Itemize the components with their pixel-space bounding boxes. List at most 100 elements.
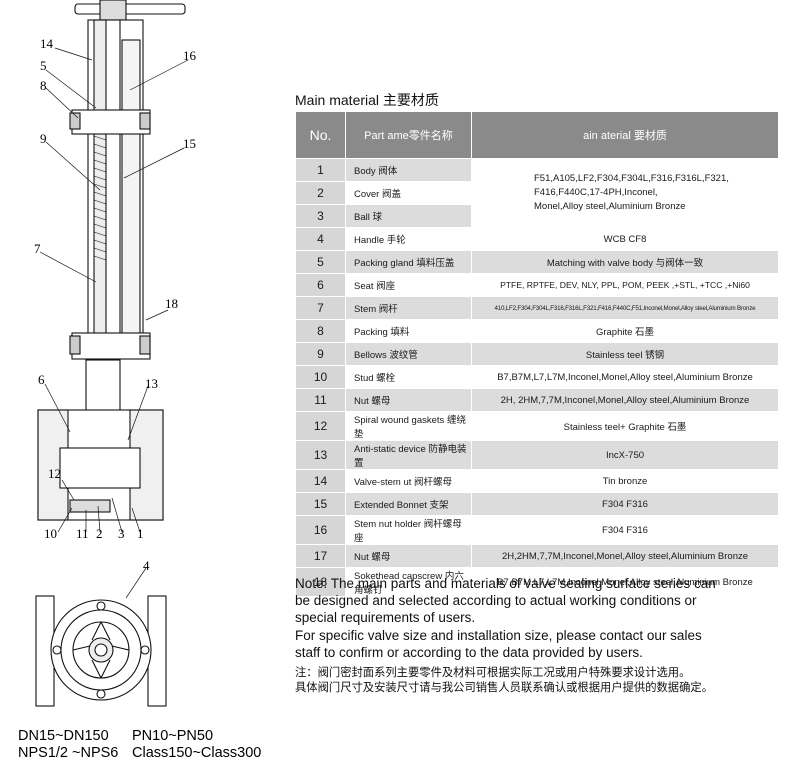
note-en-line-2: be designed and selected according to ac… bbox=[295, 593, 697, 608]
callout-14: 14 bbox=[40, 36, 53, 51]
callout-11: 11 bbox=[76, 526, 89, 541]
row-number: 3 bbox=[295, 204, 346, 228]
row-material: WCB CF8 bbox=[471, 227, 779, 251]
callout-2: 2 bbox=[96, 526, 103, 541]
row-number: 14 bbox=[295, 469, 346, 493]
note-en-line-3: special requirements of users. bbox=[295, 610, 476, 625]
row-material: PTFE, RPTFE, DEV, NLY, PPL, POM, PEEK ,+… bbox=[471, 273, 779, 297]
header-main-material: ain aterial 要材质 bbox=[471, 111, 779, 159]
row-material: Stainless teel 锈钢 bbox=[471, 342, 779, 366]
row-number: 8 bbox=[295, 319, 346, 343]
callout-12: 12 bbox=[48, 466, 61, 481]
header-no: No. bbox=[295, 111, 346, 159]
callout-5: 5 bbox=[40, 58, 47, 73]
callout-8: 8 bbox=[40, 78, 47, 93]
row-material: 2H, 2HM,7,7M,Inconel,Monel,Alloy steel,A… bbox=[471, 388, 779, 412]
pressure-range: PN10~PN50 bbox=[132, 728, 214, 744]
row-part-name: Nut 螺母 bbox=[345, 388, 472, 412]
note-en-line-5: staff to confirm or according to the dat… bbox=[295, 645, 643, 660]
row-material: Matching with valve body 与阀体一致 bbox=[471, 250, 779, 274]
note-en-line-1: Note: The main parts and materials of va… bbox=[295, 576, 716, 591]
row-number: 13 bbox=[295, 440, 346, 470]
row-material: F304 F316 bbox=[471, 515, 779, 545]
row-part-name: Cover 阀盖 bbox=[345, 181, 472, 205]
row-number: 10 bbox=[295, 365, 346, 389]
row-part-name: Anti-static device 防静电装置 bbox=[345, 440, 472, 470]
callout-18: 18 bbox=[165, 296, 178, 311]
material-line: F51,A105,LF2,F304,F304L,F316,F316L,F321, bbox=[534, 173, 729, 184]
row-number: 5 bbox=[295, 250, 346, 274]
row-number: 2 bbox=[295, 181, 346, 205]
callout-3: 3 bbox=[118, 526, 125, 541]
row-number: 1 bbox=[295, 158, 346, 182]
row-material: IncX-750 bbox=[471, 440, 779, 470]
row-material: 410,LF2,F304,F304L,F316,F316L,F321,F416,… bbox=[471, 296, 779, 320]
row-part-name: Handle 手轮 bbox=[345, 227, 472, 251]
row-number: 16 bbox=[295, 515, 346, 545]
row-number: 7 bbox=[295, 296, 346, 320]
callout-1: 1 bbox=[137, 526, 144, 541]
callout-9: 9 bbox=[40, 131, 47, 146]
row-material: Tin bronze bbox=[471, 469, 779, 493]
callout-13: 13 bbox=[145, 376, 158, 391]
valve-section-drawing bbox=[35, 0, 189, 707]
row-material-merged: F51,A105,LF2,F304,F304L,F316,F316L,F321,… bbox=[471, 158, 779, 228]
row-material: B7,B7M,L7,L7M,Inconel,Monel,Alloy steel,… bbox=[471, 365, 779, 389]
callout-4: 4 bbox=[143, 558, 150, 573]
row-part-name: Ball 球 bbox=[345, 204, 472, 228]
note-cn-line-1: 注：阀门密封面系列主要零件及材料可根据实际工况或用户特殊要求设计选用。 bbox=[295, 666, 691, 679]
row-part-name: Packing 填料 bbox=[345, 319, 472, 343]
row-part-name: Stem 阀杆 bbox=[345, 296, 472, 320]
row-number: 11 bbox=[295, 388, 346, 412]
material-line: Monel,Alloy steel,Aluminium Bronze bbox=[534, 201, 686, 212]
header-part-name: Part ame零件名称 bbox=[345, 111, 472, 159]
table-title: Main material 主要材质 bbox=[295, 92, 439, 108]
row-material: B7,B7M,L7,L7M,Inconel,Monel,Alloy steel,… bbox=[471, 567, 779, 597]
row-number: 18 bbox=[295, 567, 346, 597]
row-part-name: Body 阀体 bbox=[345, 158, 472, 182]
row-part-name: Valve-stem ut 阀杆螺母 bbox=[345, 469, 472, 493]
row-number: 15 bbox=[295, 492, 346, 516]
row-number: 17 bbox=[295, 544, 346, 568]
note-en-line-4: For specific valve size and installation… bbox=[295, 628, 702, 643]
callout-16: 16 bbox=[183, 48, 196, 63]
row-material: 2H,2HM,7,7M,Inconel,Monel,Alloy steel,Al… bbox=[471, 544, 779, 568]
row-number: 4 bbox=[295, 227, 346, 251]
row-material: Stainless teel+ Graphite 石墨 bbox=[471, 411, 779, 441]
row-material: F304 F316 bbox=[471, 492, 779, 516]
size-range: DN15~DN150 bbox=[18, 728, 109, 744]
row-number: 9 bbox=[295, 342, 346, 366]
row-part-name: Extended Bonnet 支架 bbox=[345, 492, 472, 516]
callout-15: 15 bbox=[183, 136, 196, 151]
row-part-name: Stem nut holder 阀杆螺母座 bbox=[345, 515, 472, 545]
row-part-name: Seat 阀座 bbox=[345, 273, 472, 297]
row-number: 6 bbox=[295, 273, 346, 297]
note-cn-line-2: 具体阀门尺寸及安装尺寸请与我公司销售人员联系确认或根据用户提供的数据确定。 bbox=[295, 681, 713, 694]
row-part-name: Stud 螺栓 bbox=[345, 365, 472, 389]
callout-7: 7 bbox=[34, 241, 41, 256]
callout-10: 10 bbox=[44, 526, 57, 541]
material-line: F416,F440C,17-4PH,Inconel, bbox=[534, 187, 658, 198]
row-part-name: Nut 螺母 bbox=[345, 544, 472, 568]
row-part-name: Spiral wound gaskets 缠绕垫 bbox=[345, 411, 472, 441]
row-part-name: Bellows 波纹管 bbox=[345, 342, 472, 366]
row-material: Graphite 石墨 bbox=[471, 319, 779, 343]
callout-6: 6 bbox=[38, 372, 45, 387]
